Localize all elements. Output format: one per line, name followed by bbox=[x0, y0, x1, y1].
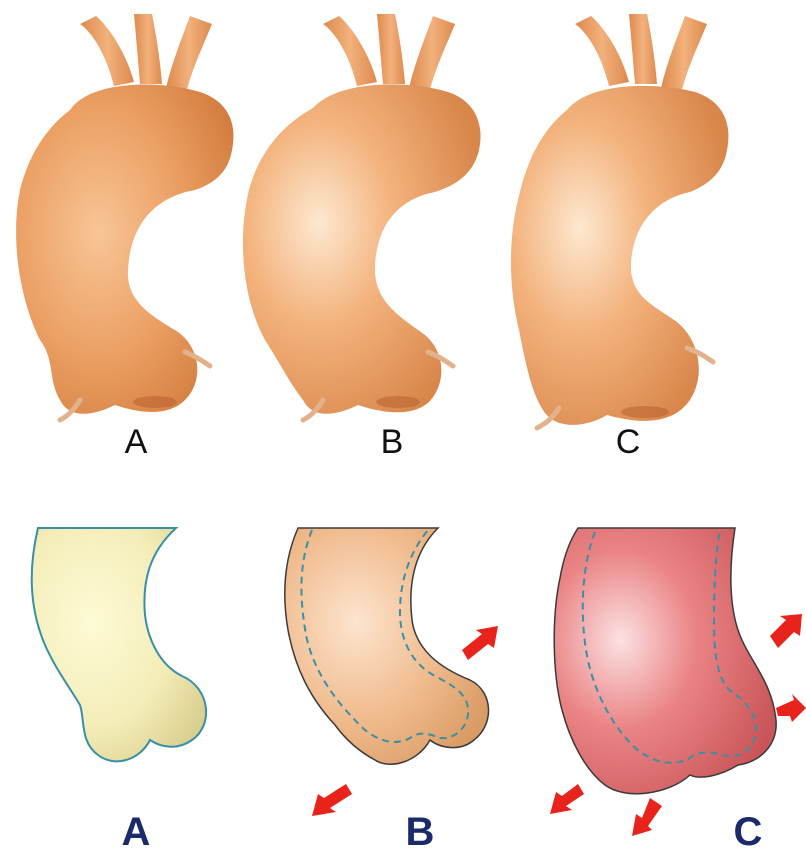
arrow-c-right bbox=[776, 694, 806, 722]
bottom-label-c: C bbox=[734, 810, 763, 854]
aorta-arch-dilated bbox=[243, 84, 481, 413]
arrow-b-lower bbox=[312, 784, 352, 816]
bottom-root-a bbox=[32, 528, 206, 761]
top-aorta-c bbox=[511, 14, 729, 428]
bottom-label-a: A bbox=[122, 810, 151, 854]
aorta-root-dilated bbox=[511, 86, 729, 425]
top-aorta-a bbox=[16, 14, 233, 420]
aortic-root-moderate bbox=[285, 528, 489, 764]
bottom-root-b bbox=[285, 528, 498, 816]
bottom-root-c bbox=[550, 528, 806, 836]
top-aorta-b bbox=[243, 14, 481, 420]
aortic-root-severe bbox=[554, 528, 776, 794]
top-label-b: B bbox=[381, 423, 404, 461]
arrow-c-bottom bbox=[632, 798, 662, 836]
arrow-b-upper bbox=[462, 626, 498, 660]
aorta-arch bbox=[16, 85, 233, 414]
arrow-c-left bbox=[550, 784, 584, 814]
top-label-a: A bbox=[125, 423, 148, 461]
aortic-root-normal bbox=[32, 528, 206, 761]
arrow-c-upper-right bbox=[770, 614, 802, 648]
top-label-c: C bbox=[616, 423, 641, 461]
bottom-label-b: B bbox=[406, 810, 435, 854]
